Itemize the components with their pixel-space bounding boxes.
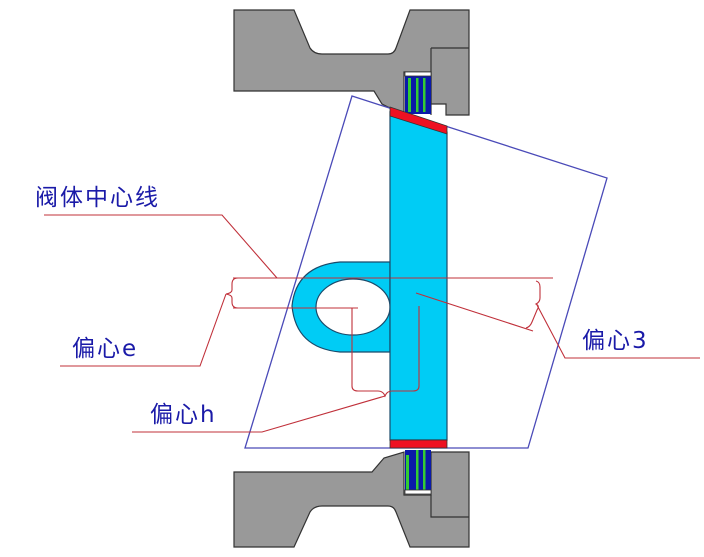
dimension-lines bbox=[44, 214, 700, 433]
label-offset-3: 偏心3 bbox=[582, 328, 649, 354]
lower-seal-ring bbox=[389, 439, 448, 449]
label-offset-h: 偏心h bbox=[150, 402, 217, 428]
disc-shaft-boss bbox=[291, 261, 391, 353]
label-offset-e: 偏心e bbox=[72, 336, 139, 362]
label-body-centerline: 阀体中心线 bbox=[35, 185, 160, 211]
lower-flange bbox=[233, 451, 470, 548]
upper-packing bbox=[404, 71, 432, 114]
upper-seal-ring bbox=[389, 106, 448, 135]
seat-cone-outline bbox=[244, 95, 608, 449]
lower-packing bbox=[404, 450, 432, 495]
